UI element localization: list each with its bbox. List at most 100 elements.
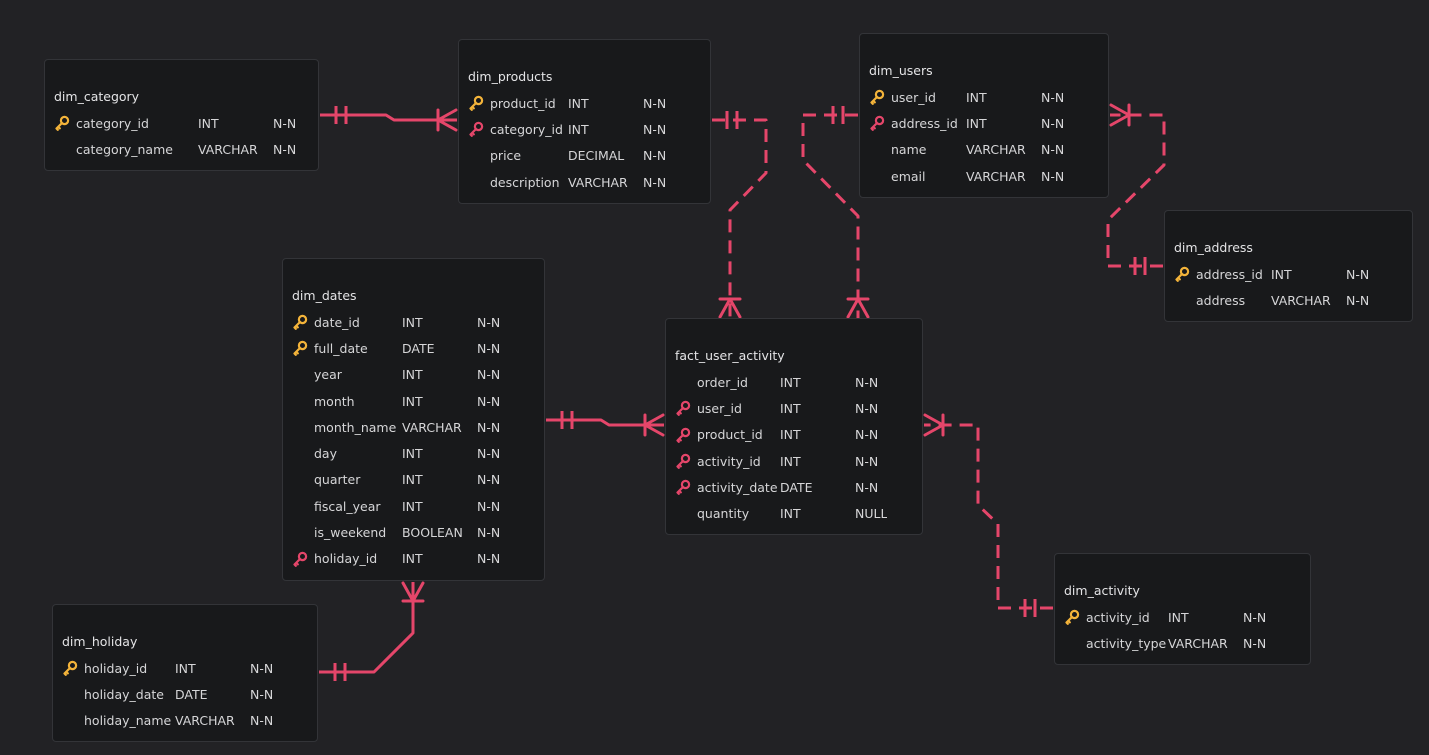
column-type: INT <box>402 314 423 330</box>
column-type: INT <box>402 367 423 383</box>
column-type: INT <box>175 660 196 676</box>
column-type: INT <box>780 427 801 443</box>
entity-title: dim_category <box>54 89 140 104</box>
column-name: category_id <box>490 121 563 137</box>
relationship-dim-holiday-to-dim-dates[interactable] <box>319 581 425 681</box>
column-row[interactable]: holiday_date DATE N-N <box>62 681 317 707</box>
cardinality-many-marker <box>923 413 945 437</box>
column-type: VARCHAR <box>175 713 235 729</box>
column-name: year <box>314 367 342 383</box>
column-name: price <box>490 148 522 164</box>
cardinality-many-marker <box>436 108 458 132</box>
key-placeholder <box>468 174 490 190</box>
column-nullability: N-N <box>477 472 501 488</box>
foreign-key-icon <box>468 121 490 138</box>
column-type: VARCHAR <box>966 168 1026 184</box>
key-placeholder <box>62 686 84 702</box>
column-name: holiday_id <box>314 551 378 567</box>
column-name: holiday_date <box>84 686 164 702</box>
column-type: VARCHAR <box>402 419 462 435</box>
relationship-dim-products-to-fact-user-activity[interactable] <box>712 111 768 319</box>
cardinality-many-marker <box>846 297 870 319</box>
column-nullability: N-N <box>643 95 667 111</box>
relationship-dim-activity-to-fact-user-activity[interactable] <box>923 413 1053 617</box>
column-nullability: N-N <box>250 686 274 702</box>
column-type: VARCHAR <box>568 174 628 190</box>
cardinality-many-marker <box>718 297 742 319</box>
key-placeholder <box>292 525 314 541</box>
primary-key-icon <box>292 340 314 357</box>
column-name: quarter <box>314 472 361 488</box>
foreign-key-icon <box>869 115 891 132</box>
column-name: full_date <box>314 340 368 356</box>
relationship-line <box>801 113 860 318</box>
column-name: category_name <box>76 141 173 157</box>
column-name: day <box>314 446 337 462</box>
column-name: order_id <box>697 374 748 390</box>
column-name: product_id <box>490 95 556 111</box>
column-type: INT <box>966 89 987 105</box>
key-placeholder <box>292 446 314 462</box>
column-nullability: NULL <box>855 506 888 522</box>
column-row[interactable]: description VARCHAR N-N <box>468 169 710 195</box>
column-nullability: N-N <box>273 115 297 131</box>
column-type: BOOLEAN <box>402 525 463 541</box>
column-type: DATE <box>175 686 208 702</box>
primary-key-icon <box>62 660 84 677</box>
relationship-line <box>1106 113 1166 268</box>
column-type: INT <box>1168 609 1189 625</box>
column-nullability: N-N <box>477 446 501 462</box>
relationship-dim-category-to-dim-products[interactable] <box>320 106 458 132</box>
column-nullability: N-N <box>477 419 501 435</box>
cardinality-one-marker <box>1023 599 1037 617</box>
column-nullability: N-N <box>477 314 501 330</box>
column-name: activity_id <box>697 453 761 469</box>
column-nullability: N-N <box>643 174 667 190</box>
relationship-dim-address-to-dim-users[interactable] <box>1106 103 1166 275</box>
key-placeholder <box>1064 635 1086 651</box>
column-name: description <box>490 174 560 190</box>
relationship-dim-dates-to-fact-user-activity[interactable] <box>546 411 665 437</box>
key-placeholder <box>869 142 891 158</box>
